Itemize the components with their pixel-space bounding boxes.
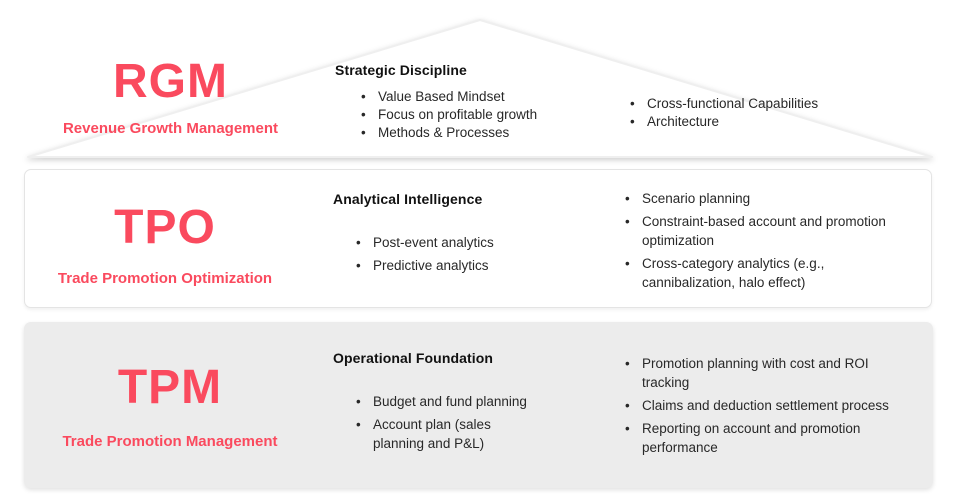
rgm-subtitle: Revenue Growth Management: [62, 120, 279, 137]
list-item: Value Based Mindset: [335, 88, 585, 106]
rgm-middle-column: Strategic Discipline Value Based Mindset…: [335, 62, 585, 142]
rgm-acronym: RGM: [113, 55, 228, 108]
list-item: Budget and fund planning: [333, 392, 581, 411]
list-item: Reporting on account and promotion perfo…: [602, 419, 916, 457]
tpm-right-column: Promotion planning with cost and ROI tra…: [602, 354, 916, 461]
rgm-bullet-list-1: Value Based Mindset Focus on profitable …: [335, 88, 585, 142]
list-item: Architecture: [602, 113, 952, 131]
tpm-bullet-list-2: Promotion planning with cost and ROI tra…: [602, 354, 916, 457]
tpm-bullet-list-1: Budget and fund planning Account plan (s…: [333, 392, 581, 453]
rgm-bullet-list-2: Cross-functional Capabilities Architectu…: [602, 95, 952, 131]
list-item: Methods & Processes: [335, 124, 585, 142]
tpo-middle-column: Analytical Intelligence Post-event analy…: [333, 191, 581, 279]
tpm-subtitle: Trade Promotion Management: [62, 433, 278, 450]
list-item: Constraint-based account and promotion o…: [602, 212, 916, 250]
list-item: Focus on profitable growth: [335, 106, 585, 124]
rgm-right-column: Cross-functional Capabilities Architectu…: [602, 95, 952, 131]
list-item: Scenario planning: [602, 189, 916, 208]
tpo-bullet-list-1: Post-event analytics Predictive analytic…: [333, 233, 581, 275]
tpo-right-column: Scenario planning Constraint-based accou…: [602, 189, 916, 296]
list-item: Cross-functional Capabilities: [602, 95, 952, 113]
list-item: Predictive analytics: [333, 256, 581, 275]
list-item: Promotion planning with cost and ROI tra…: [602, 354, 916, 392]
tier-tpo-label-block: TPO Trade Promotion Optimization: [40, 201, 290, 288]
list-item: Claims and deduction settlement process: [602, 396, 916, 415]
tpo-heading: Analytical Intelligence: [333, 191, 483, 207]
tpo-acronym: TPO: [114, 201, 216, 254]
tier-tpm-label-block: TPM Trade Promotion Management: [40, 361, 300, 451]
list-item: Cross-category analytics (e.g., cannibal…: [602, 254, 916, 292]
tpo-bullet-list-2: Scenario planning Constraint-based accou…: [602, 189, 916, 292]
tpm-middle-column: Operational Foundation Budget and fund p…: [333, 350, 581, 457]
tpm-acronym: TPM: [117, 361, 223, 414]
tier-rgm-label-block: RGM Revenue Growth Management: [48, 55, 293, 138]
tpm-heading: Operational Foundation: [333, 350, 494, 366]
list-item: Account plan (sales planning and P&L): [333, 415, 545, 453]
list-item: Post-event analytics: [333, 233, 581, 252]
tpo-subtitle: Trade Promotion Optimization: [57, 270, 273, 287]
rgm-heading: Strategic Discipline: [335, 62, 467, 78]
